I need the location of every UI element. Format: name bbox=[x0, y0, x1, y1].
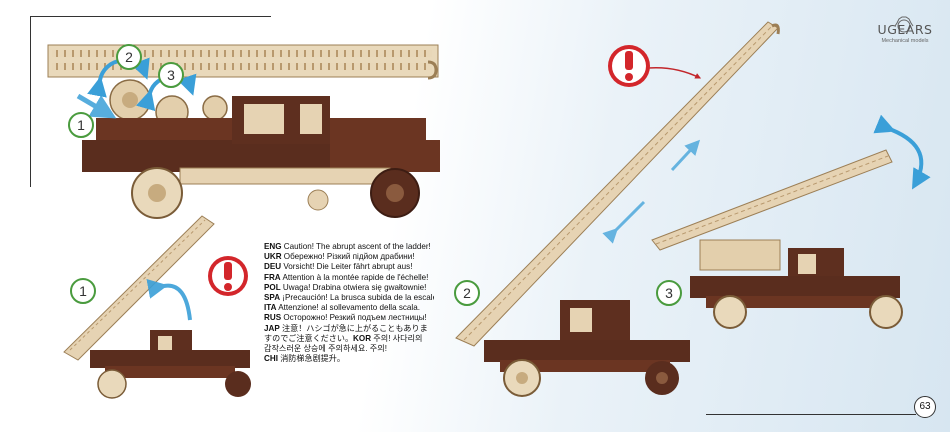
step-callout-3: 3 bbox=[158, 62, 184, 88]
caution-text-block: ENG Caution! The abrupt ascent of the la… bbox=[264, 242, 434, 364]
corner-line-bottom-right bbox=[706, 414, 916, 416]
caution-line: JAP 注意！ハシゴが急に上がることもありま bbox=[264, 323, 428, 333]
step-callout-2: 2 bbox=[116, 44, 142, 70]
corner-frame-top-left bbox=[30, 16, 271, 187]
gear-logo-icon bbox=[894, 16, 914, 33]
brand-name: UGEARS bbox=[877, 22, 933, 37]
caution-line: ITA Attenzione! al sollevamento della sc… bbox=[264, 303, 420, 313]
page-number: 63 bbox=[914, 396, 936, 418]
caution-line: ENG Caution! The abrupt ascent of the la… bbox=[264, 242, 431, 251]
caution-line: 갑작스러운 상승에 주의하세요. 주의! bbox=[264, 344, 387, 354]
truck-rotated bbox=[651, 149, 903, 329]
step-callout-1-small: 1 bbox=[70, 278, 96, 304]
truck-small bbox=[63, 215, 251, 399]
warning-icon bbox=[608, 45, 650, 87]
step-callout-2-raised: 2 bbox=[454, 280, 480, 306]
caution-line: CHI 消防梯急剧提升。 bbox=[264, 354, 345, 364]
caution-line: RUS Осторожно! Резкий подъем лестницы! bbox=[264, 313, 427, 323]
caution-line: POL Uwaga! Drabina otwiera się gwałtowni… bbox=[264, 282, 427, 292]
truck-raised bbox=[455, 21, 780, 397]
truck-top bbox=[47, 44, 440, 219]
caution-line: UKR Обережно! Різкий підйом драбини! bbox=[264, 252, 415, 262]
caution-line: DEU Vorsicht! Die Leiter fährt abrupt au… bbox=[264, 262, 413, 272]
brand-logo: UGEARS Mechanical models bbox=[872, 22, 938, 44]
step-callout-3-rotated: 3 bbox=[656, 280, 682, 306]
warning-icon bbox=[208, 256, 248, 296]
brand-tagline: Mechanical models bbox=[881, 38, 929, 44]
caution-line: すのでご注意ください。KOR 주의! 사다리의 bbox=[264, 333, 423, 343]
caution-line: SPA ¡Precaución! La brusca subida de la … bbox=[264, 293, 434, 303]
step-callout-1: 1 bbox=[68, 112, 94, 138]
caution-line: FRA Attention à la montée rapide de l'éc… bbox=[264, 272, 429, 282]
